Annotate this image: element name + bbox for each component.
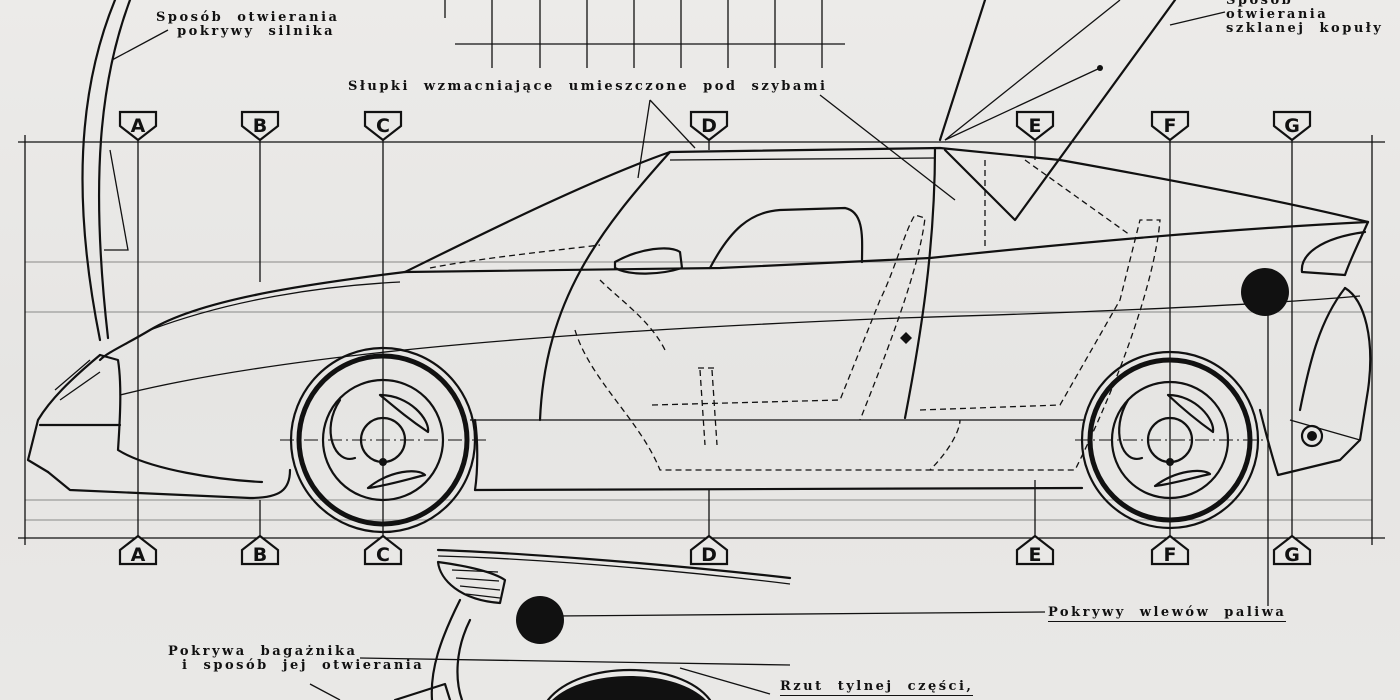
fuel-caps-label: Pokrywy wlewów paliwa — [1048, 605, 1287, 622]
svg-text:D: D — [701, 544, 717, 566]
marker-top-g: G — [1272, 110, 1312, 142]
glass-dome-label: Sposób otwierania szklanej kopuły — [1226, 0, 1384, 36]
svg-text:D: D — [701, 115, 717, 137]
svg-text:G: G — [1284, 544, 1300, 566]
marker-top-d: D — [689, 110, 729, 142]
svg-text:C: C — [376, 115, 390, 137]
marker-bottom-c: C — [363, 534, 403, 566]
marker-bottom-d: D — [689, 534, 729, 566]
rear-view-drawing — [393, 548, 792, 700]
pillars-label: Słupki wzmacniające umieszczone pod szyb… — [348, 79, 828, 94]
marker-bottom-b: B — [240, 534, 280, 566]
rear-view-label: Rzut tylnej części, — [780, 679, 974, 696]
svg-text:F: F — [1164, 115, 1177, 137]
engine-cover-label: Sposób otwierania pokrywy silnika — [156, 10, 340, 39]
section-markers-top: A B C D E F G — [118, 110, 1312, 142]
svg-text:C: C — [376, 544, 390, 566]
car-body — [26, 146, 1372, 500]
svg-text:B: B — [253, 115, 267, 137]
rear-wheel — [1075, 350, 1265, 530]
engine-cover-open — [81, 0, 132, 342]
marker-top-a: A — [118, 110, 158, 142]
section-markers-bottom: A B C D E F G — [118, 534, 1312, 566]
front-wheel — [280, 346, 486, 534]
svg-text:B: B — [253, 544, 267, 566]
marker-top-b: B — [240, 110, 280, 142]
top-grid — [444, 0, 845, 68]
frame-lines — [18, 135, 1385, 545]
trunk-lid-label: Pokrywa bagażnika i sposób jej otwierani… — [168, 644, 425, 673]
svg-text:A: A — [131, 115, 146, 137]
svg-text:G: G — [1284, 115, 1300, 137]
marker-top-e: E — [1015, 110, 1055, 142]
svg-text:E: E — [1029, 115, 1042, 137]
marker-bottom-g: G — [1272, 534, 1312, 566]
marker-bottom-e: E — [1015, 534, 1055, 566]
glass-dome-open — [938, 0, 1177, 222]
marker-top-c: C — [363, 110, 403, 142]
leader-lines — [111, 11, 1269, 700]
svg-text:E: E — [1029, 544, 1042, 566]
svg-text:F: F — [1164, 544, 1177, 566]
svg-text:A: A — [131, 544, 146, 566]
marker-top-f: F — [1150, 110, 1190, 142]
marker-bottom-f: F — [1150, 534, 1190, 566]
marker-bottom-a: A — [118, 534, 158, 566]
